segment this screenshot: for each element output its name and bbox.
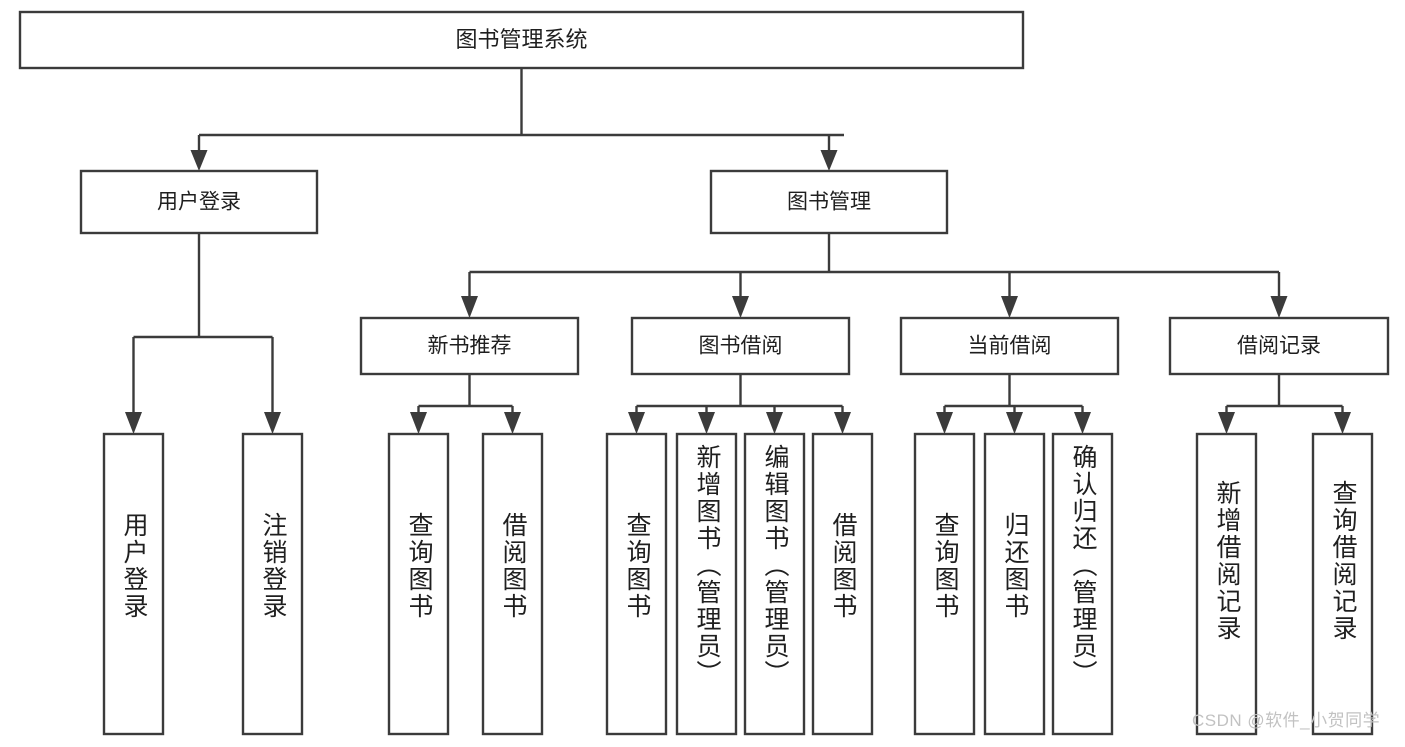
node-user-login-label: 用户登录 <box>157 191 241 214</box>
arrowhead-leaf-confirm-return <box>1074 412 1091 434</box>
connector-group-book-manage-to-level3 <box>461 233 1288 318</box>
arrowhead-new-book-recommend <box>461 296 478 318</box>
arrowhead-leaf-query-book-cb <box>936 412 953 434</box>
arrowhead-leaf-add-book <box>698 412 715 434</box>
node-root[interactable]: 图书管理系统 <box>18 10 1025 70</box>
node-leaf-borrow-book-bb-box[interactable] <box>811 432 874 736</box>
node-user-login-box[interactable] <box>79 169 319 235</box>
node-book-borrow-box[interactable] <box>630 316 851 376</box>
arrowhead-leaf-add-record <box>1218 412 1235 434</box>
node-leaf-query-book-bb-box[interactable] <box>605 432 668 736</box>
node-leaf-add-record-box[interactable] <box>1195 432 1258 736</box>
node-book-borrow[interactable]: 图书借阅 <box>630 316 851 376</box>
node-leaf-confirm-return-box[interactable] <box>1051 432 1114 736</box>
arrowhead-leaf-user-login <box>125 412 142 434</box>
node-leaf-query-book-cb-box[interactable] <box>913 432 976 736</box>
node-leaf-borrow-book-nbr-box[interactable] <box>481 432 544 736</box>
node-book-manage[interactable]: 图书管理 <box>709 169 949 235</box>
node-current-borrow[interactable]: 当前借阅 <box>899 316 1120 376</box>
node-user-login[interactable]: 用户登录 <box>79 169 319 235</box>
node-borrow-record[interactable]: 借阅记录 <box>1168 316 1390 376</box>
node-leaf-return-book-box[interactable] <box>983 432 1046 736</box>
arrowhead-current-borrow <box>1001 296 1018 318</box>
arrowhead-leaf-query-book-nbr <box>410 412 427 434</box>
connector-group-borrow-record-to-leaves <box>1218 374 1351 434</box>
node-current-borrow-label: 当前借阅 <box>968 335 1052 358</box>
node-current-borrow-box[interactable] <box>899 316 1120 376</box>
node-borrow-record-box[interactable] <box>1168 316 1390 376</box>
connector-group-current-borrow-to-leaves <box>936 374 1091 434</box>
node-leaf-add-book-box[interactable] <box>675 432 738 736</box>
connector-group-user-login-to-leaves <box>125 233 281 434</box>
arrowhead-leaf-query-book-bb <box>628 412 645 434</box>
arrowhead-borrow-record <box>1270 296 1288 318</box>
connector-group-new-book-recommend-to-leaves <box>410 374 521 434</box>
arrowhead-leaf-borrow-book-bb <box>834 412 851 434</box>
node-leaf-query-book-nbr-box[interactable] <box>387 432 450 736</box>
arrowhead-leaf-borrow-book-nbr <box>504 412 521 434</box>
node-leaf-user-login-box[interactable] <box>102 432 165 736</box>
node-book-borrow-label: 图书借阅 <box>699 335 783 358</box>
arrowhead-user-login <box>190 150 208 171</box>
node-new-book-recommend-box[interactable] <box>359 316 580 376</box>
node-book-manage-label: 图书管理 <box>787 191 871 214</box>
connector-group-book-borrow-to-leaves <box>628 374 851 434</box>
node-new-book-recommend[interactable]: 新书推荐 <box>359 316 580 376</box>
node-leaf-query-record-box[interactable] <box>1311 432 1374 736</box>
arrowhead-book-borrow <box>732 296 749 318</box>
arrowhead-book-manage <box>820 150 838 171</box>
node-root-box[interactable] <box>18 10 1025 70</box>
arrowhead-leaf-return-book <box>1006 412 1023 434</box>
node-root-label: 图书管理系统 <box>455 27 587 52</box>
arrowhead-leaf-edit-book <box>766 412 783 434</box>
node-leaf-logout-box[interactable] <box>241 432 304 736</box>
node-new-book-recommend-label: 新书推荐 <box>428 335 512 358</box>
arrowhead-leaf-query-record <box>1334 412 1351 434</box>
node-borrow-record-label: 借阅记录 <box>1237 335 1321 358</box>
node-book-manage-box[interactable] <box>709 169 949 235</box>
arrowhead-leaf-logout <box>264 412 281 434</box>
connector-group-root-to-level2 <box>190 68 844 171</box>
node-leaf-edit-book-box[interactable] <box>743 432 806 736</box>
